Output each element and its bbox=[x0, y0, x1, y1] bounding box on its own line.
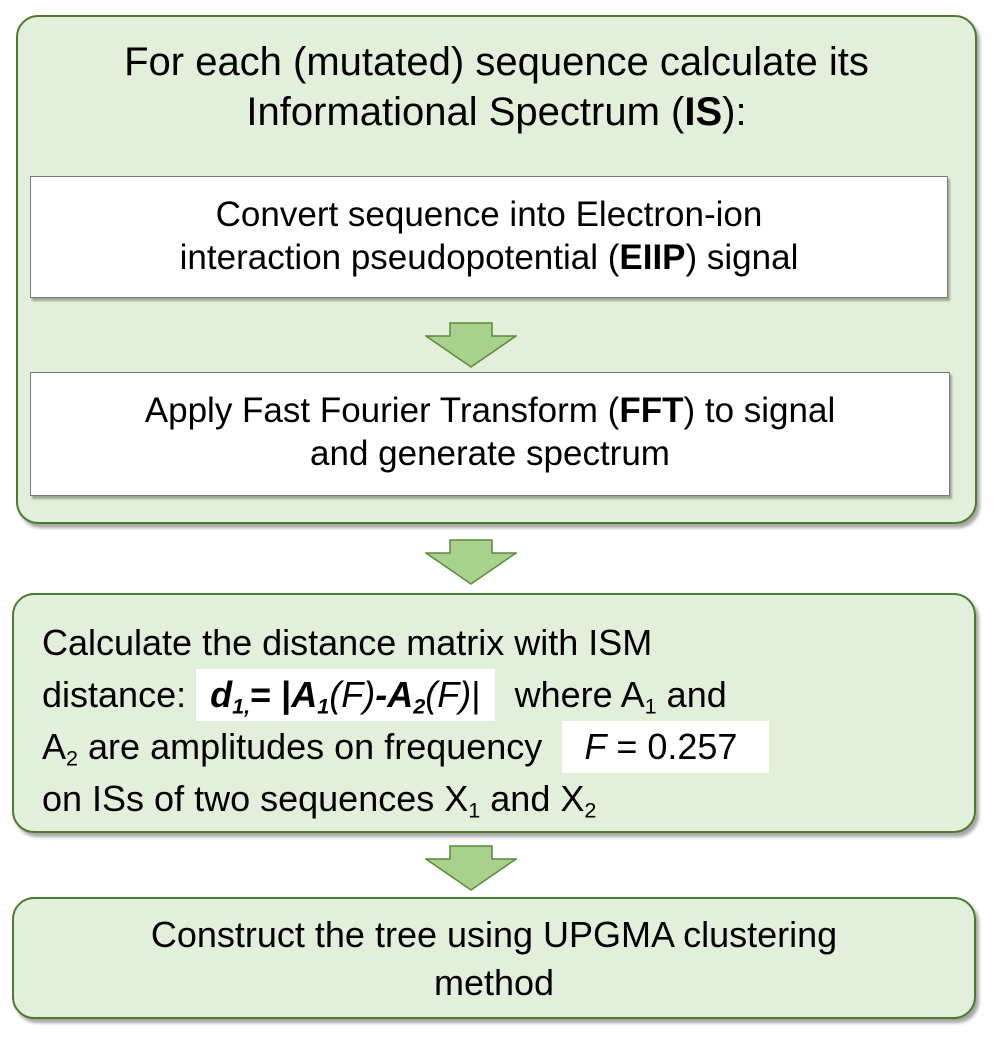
line2: distance: d1,= |A1(F)-A2(F)| where A1 an… bbox=[42, 669, 769, 721]
bold-text: FFT bbox=[619, 391, 684, 430]
text: interaction pseudopotential ( bbox=[179, 238, 620, 277]
f-sub: 1, bbox=[232, 693, 251, 719]
freq-val: = 0.257 bbox=[606, 726, 738, 767]
f-sub: 2 bbox=[413, 693, 426, 719]
down-arrow-icon bbox=[425, 322, 517, 368]
step-is-title: For each (mutated) sequence calculate it… bbox=[18, 37, 975, 137]
line2: method bbox=[433, 962, 555, 1003]
text: and bbox=[656, 674, 727, 715]
sub: 1 bbox=[468, 797, 481, 823]
f-a1: A bbox=[291, 674, 318, 715]
ism-distance-formula: d1,= |A1(F)-A2(F)| bbox=[196, 669, 495, 721]
title-text: Informational Spectrum ( bbox=[246, 90, 685, 134]
substep-fft-box: Apply Fast Fourier Transform (FFT) to si… bbox=[30, 372, 950, 496]
substep-eiip-line1: Convert sequence into Electron-ion bbox=[215, 195, 763, 234]
substep-eiip-box: Convert sequence into Electron-ion inter… bbox=[30, 176, 948, 298]
down-arrow-icon bbox=[425, 845, 517, 891]
step-is-title-line2: Informational Spectrum (IS): bbox=[18, 87, 975, 137]
text: where A bbox=[514, 674, 645, 715]
text: distance: bbox=[42, 674, 187, 715]
substep-fft-line2: and generate spectrum bbox=[310, 434, 670, 473]
f-sub: 1 bbox=[317, 693, 330, 719]
step-upgma-box: Construct the tree using UPGMA clusterin… bbox=[12, 897, 976, 1019]
step-is-title-line1: For each (mutated) sequence calculate it… bbox=[124, 40, 869, 84]
text: A bbox=[42, 726, 67, 767]
f-f2: (F) bbox=[425, 674, 472, 715]
sub: 2 bbox=[66, 745, 79, 771]
f-minus: - bbox=[375, 674, 388, 715]
f-eq: = | bbox=[250, 674, 292, 715]
line1: Construct the tree using UPGMA clusterin… bbox=[150, 914, 838, 955]
step-upgma-text: Construct the tree using UPGMA clusterin… bbox=[14, 911, 974, 1007]
step-distance-matrix-box: Calculate the distance matrix with ISM d… bbox=[12, 593, 976, 833]
text: ) to signal bbox=[683, 391, 836, 430]
text: on ISs of two sequences X bbox=[42, 778, 469, 819]
title-text-end: ): bbox=[722, 90, 747, 134]
line3: A2 are amplitudes on frequency F = 0.257 bbox=[42, 721, 770, 773]
f-d: d bbox=[210, 674, 233, 715]
text: Apply Fast Fourier Transform ( bbox=[144, 391, 620, 430]
f-a2: A bbox=[387, 674, 414, 715]
bold-text: EIIP bbox=[619, 238, 686, 277]
frequency-value: F = 0.257 bbox=[562, 721, 770, 773]
freq-var: F bbox=[584, 726, 607, 767]
text: ) signal bbox=[685, 238, 799, 277]
text: are amplitudes on frequency bbox=[78, 726, 543, 767]
f-f1: (F) bbox=[329, 674, 376, 715]
sub: 2 bbox=[584, 797, 597, 823]
title-bold: IS bbox=[684, 90, 723, 134]
substep-fft-line1: Apply Fast Fourier Transform (FFT) to si… bbox=[31, 389, 949, 432]
line1: Calculate the distance matrix with ISM bbox=[42, 622, 653, 663]
substep-eiip-line2: interaction pseudopotential (EIIP) signa… bbox=[31, 236, 947, 279]
sub: 1 bbox=[644, 693, 657, 719]
step-distance-text: Calculate the distance matrix with ISM d… bbox=[42, 617, 770, 825]
line4: on ISs of two sequences X1 and X2 bbox=[42, 773, 769, 825]
f-end: | bbox=[471, 674, 481, 715]
text: and X bbox=[480, 778, 585, 819]
down-arrow-icon bbox=[425, 539, 517, 585]
